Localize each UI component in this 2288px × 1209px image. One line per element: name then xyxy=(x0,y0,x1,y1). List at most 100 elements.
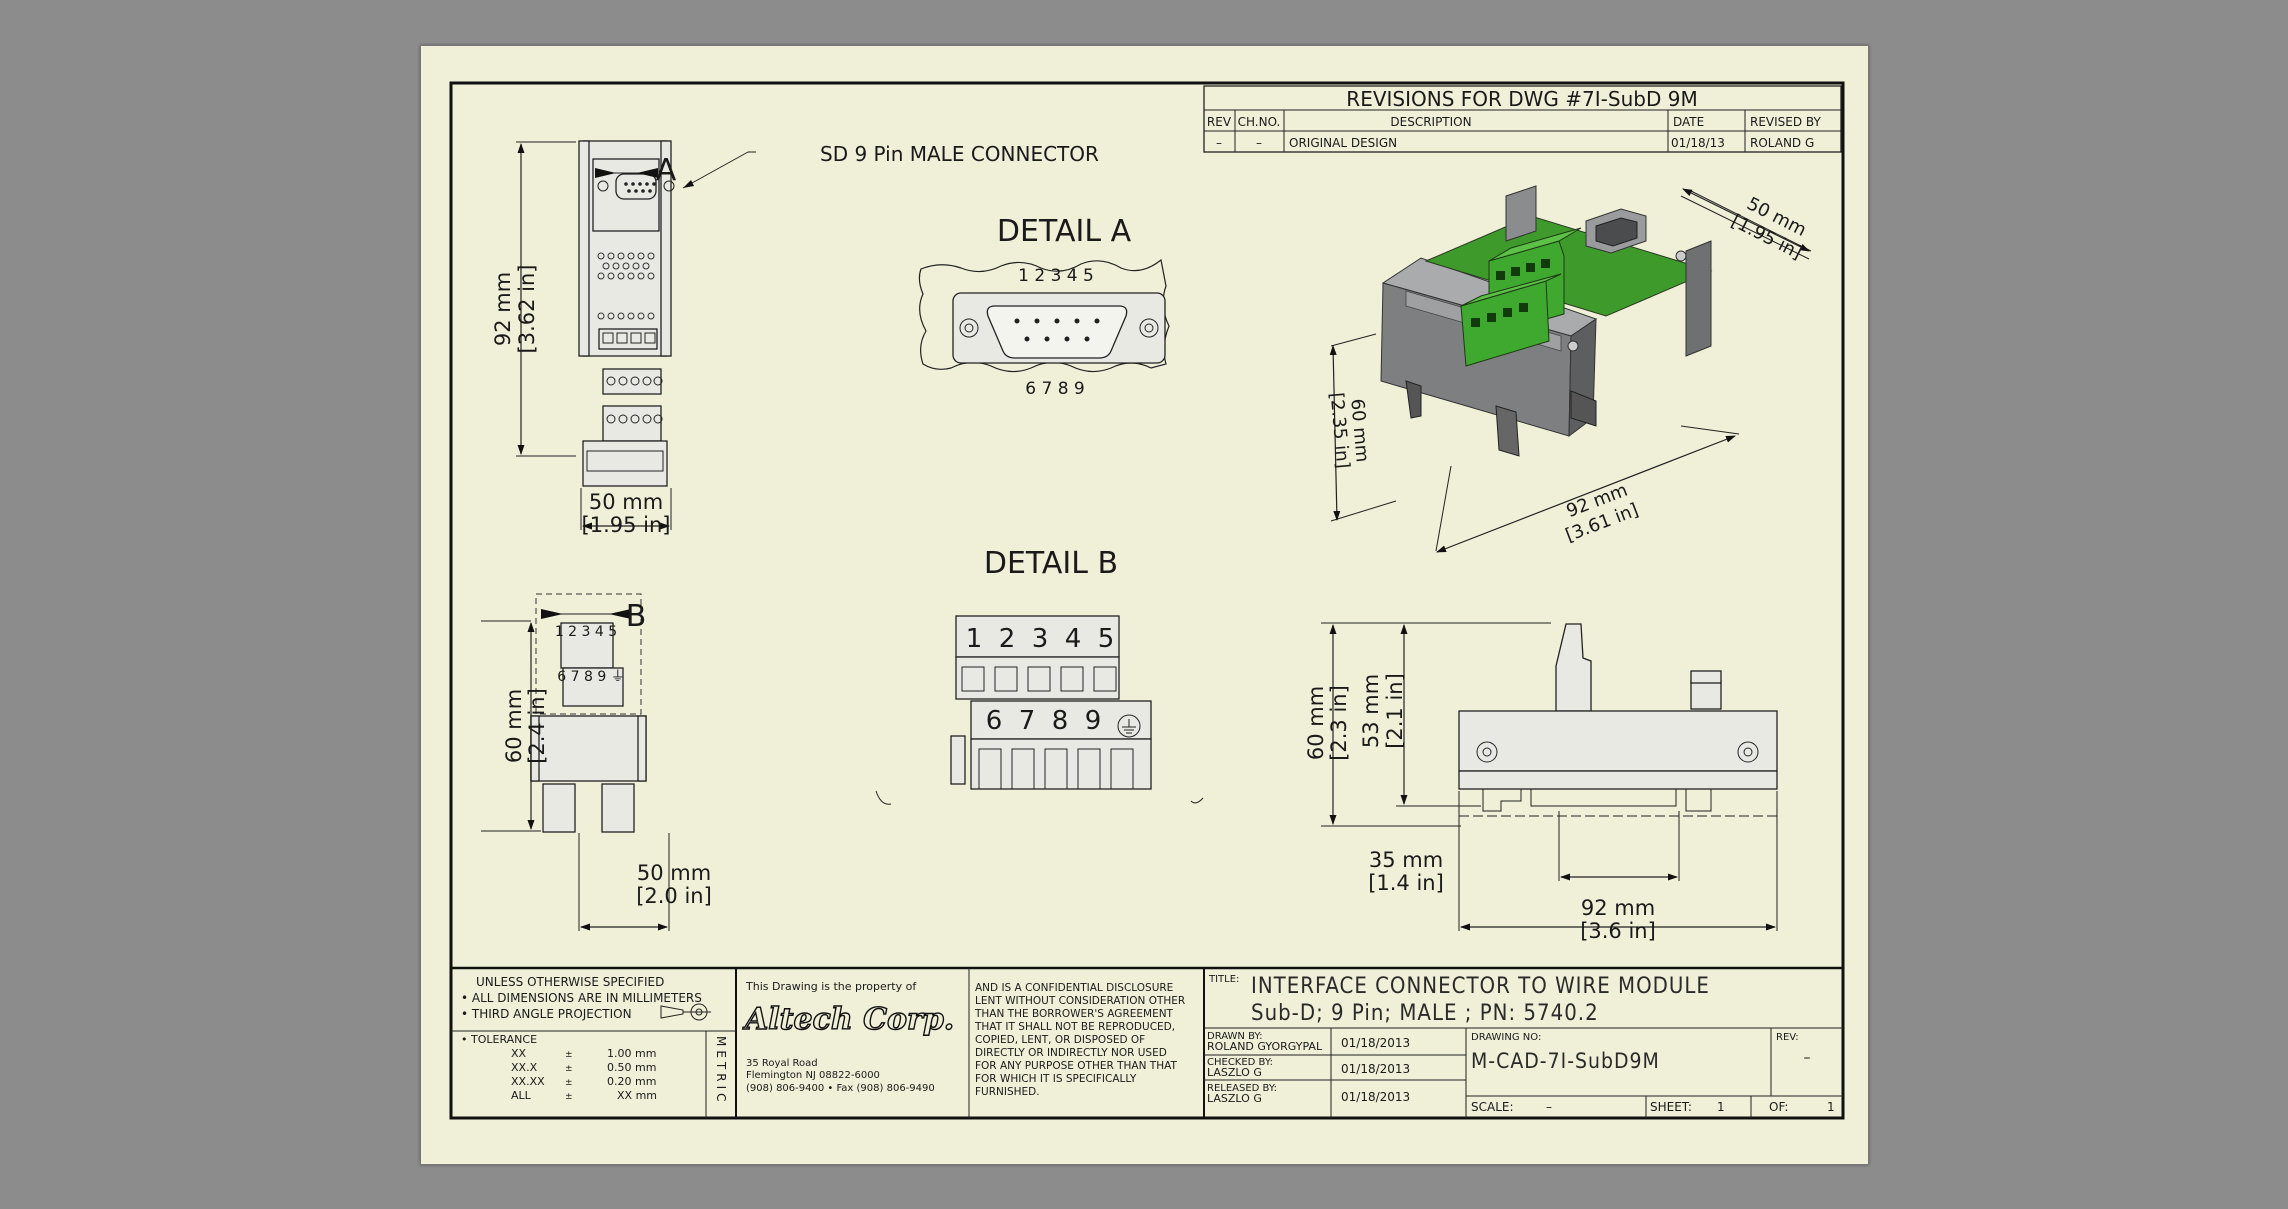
altech-logo: Altech Corp. xyxy=(742,1002,954,1037)
section-a-letter: A xyxy=(656,153,677,188)
of-label: OF: xyxy=(1769,1100,1788,1114)
front-height-in: [3.62 in] xyxy=(515,265,539,354)
disclosure-line-3: THAN THE BORROWER'S AGREEMENT xyxy=(974,1008,1174,1020)
company-phone: (908) 806-9400 • Fax (908) 806-9490 xyxy=(746,1083,935,1094)
projection-symbol-icon xyxy=(660,1003,711,1021)
drawing-title-line1: INTERFACE CONNECTOR TO WIRE MODULE xyxy=(1251,974,1710,999)
svg-text:6 7 8 9 ⏚: 6 7 8 9 ⏚ xyxy=(557,669,624,685)
rail-width-mm: 35 mm xyxy=(1369,848,1443,872)
detail-b-bottom-7: 7 xyxy=(1019,706,1036,736)
notes-line1: UNLESS OTHERWISE SPECIFIED xyxy=(476,975,664,989)
dsub-connector xyxy=(615,173,657,200)
disclosure-line-8: FOR WHICH IT IS SPECIFICALLY xyxy=(975,1073,1137,1085)
front-view-callout: SD 9 Pin MALE CONNECTOR xyxy=(820,142,1099,166)
rail-inner-height-in: [2.1 in] xyxy=(1383,673,1407,749)
drawing-sheet: REVISIONS FOR DWG #7I-SubD 9M REV CH.NO.… xyxy=(420,45,1869,1165)
tol-value-2: 0.50 mm xyxy=(607,1061,656,1074)
disclosure-line-7: FOR ANY PURPOSE OTHER THAN THAT xyxy=(975,1060,1177,1072)
rev-label: REV: xyxy=(1776,1032,1799,1043)
tol-format-2: XX.X xyxy=(511,1061,538,1074)
detail-a-title: DETAIL A xyxy=(997,214,1132,249)
svg-text:1 2 3 4 5: 1 2 3 4 5 xyxy=(555,624,617,640)
front-view: A SD 9 Pin MALE CONNECTOR 92 mm [3.62 in… xyxy=(491,140,1099,537)
detail-b-top-2: 2 xyxy=(999,624,1016,654)
drawn-date: 01/18/2013 xyxy=(1341,1036,1410,1050)
rail-housing xyxy=(1458,710,1778,772)
released-by: LASZLO G xyxy=(1207,1092,1262,1105)
detail-a-pins-bottom: 6 7 8 9 xyxy=(1025,379,1084,399)
rail-width-in: [1.4 in] xyxy=(1368,871,1444,895)
property-note: This Drawing is the property of xyxy=(745,980,917,993)
tol-format-1: XX xyxy=(511,1047,527,1060)
disclosure-line-6: DIRECTLY OR INDIRECTLY NOR USED xyxy=(975,1047,1167,1059)
rail-view: 60 mm [2.3 in] 53 mm [2.1 in] 35 mm [1.4… xyxy=(1304,622,1781,943)
rev-number: – xyxy=(1804,1050,1811,1066)
detail-b-bottom-8: 8 xyxy=(1052,706,1069,736)
tolerance-label: • TOLERANCE xyxy=(461,1033,537,1046)
side-width-mm: 50 mm xyxy=(637,861,711,885)
side-view: 1 2 3 4 5 6 7 8 9 ⏚ B 60 mm [2.4 in] 50 … xyxy=(481,593,712,931)
rail-length-mm: 92 mm xyxy=(1581,896,1655,920)
detail-b-top-4: 4 xyxy=(1065,624,1082,654)
date-value: 01/18/13 xyxy=(1671,136,1725,150)
svg-text:±: ± xyxy=(565,1050,573,1060)
disclosure-line-1: AND IS A CONFIDENTIAL DISCLOSURE xyxy=(975,982,1173,994)
title-label: TITLE: xyxy=(1208,974,1239,985)
notes-line3: • THIRD ANGLE PROJECTION xyxy=(461,1007,632,1021)
chno-header: CH.NO. xyxy=(1238,115,1281,129)
checked-label: CHECKED BY: xyxy=(1207,1057,1273,1068)
rev-value: – xyxy=(1216,136,1222,150)
side-height-mm: 60 mm xyxy=(502,689,526,763)
revisions-table: REVISIONS FOR DWG #7I-SubD 9M REV CH.NO.… xyxy=(1203,85,1842,153)
scale-label: SCALE: xyxy=(1471,1100,1514,1114)
description-header: DESCRIPTION xyxy=(1390,115,1471,129)
company-address1: 35 Royal Road xyxy=(746,1058,818,1069)
drawing-no-label: DRAWING NO: xyxy=(1471,1032,1541,1043)
detail-a-pins-top: 1 2 3 4 5 xyxy=(1018,266,1094,286)
description-value: ORIGINAL DESIGN xyxy=(1289,136,1397,150)
tol-value-1: 1.00 mm xyxy=(607,1047,656,1060)
tol-value-4: XX mm xyxy=(617,1089,657,1102)
tol-format-4: ALL xyxy=(511,1089,532,1102)
notes-line2: • ALL DIMENSIONS ARE IN MILLIMETERS xyxy=(461,991,702,1005)
drawing-border xyxy=(449,81,1845,1120)
checked-by: LASZLO G xyxy=(1207,1066,1262,1079)
detail-b: DETAIL B 1 2 3 4 5 6 7 8 9 xyxy=(875,546,1204,805)
company-address2: Flemington NJ 08822-6000 xyxy=(746,1070,880,1081)
notes-block: UNLESS OTHERWISE SPECIFIED • ALL DIMENSI… xyxy=(451,975,736,1118)
detail-b-top-5: 5 xyxy=(1098,624,1115,654)
drawing-number: M-CAD-7I-SubD9M xyxy=(1471,1049,1660,1073)
rail-length-in: [3.6 in] xyxy=(1580,919,1656,943)
disclosure-line-5: COPIED, LENT, OR DISPOSED OF xyxy=(975,1034,1145,1046)
front-width-in: [1.95 in] xyxy=(582,513,671,537)
rail-height-mm: 60 mm xyxy=(1304,686,1328,760)
detail-b-top-1: 1 xyxy=(966,624,983,654)
scale-value: – xyxy=(1546,1100,1552,1114)
cad-drawing: REVISIONS FOR DWG #7I-SubD 9M REV CH.NO.… xyxy=(449,81,1845,1120)
drawn-label: DRAWN BY: xyxy=(1207,1031,1263,1042)
isometric-view: 50 mm [1.95 in] 60 mm [2.35 in] 92 mm [3… xyxy=(1326,185,1812,553)
side-width-in: [2.0 in] xyxy=(636,884,712,908)
date-header: DATE xyxy=(1673,115,1704,129)
drawn-by: ROLAND GYORGYPAL xyxy=(1207,1040,1323,1053)
front-height-mm: 92 mm xyxy=(491,272,515,346)
svg-text:±: ± xyxy=(565,1078,573,1088)
released-label: RELEASED BY: xyxy=(1207,1083,1277,1094)
revised-by-header: REVISED BY xyxy=(1750,115,1821,129)
svg-text:±: ± xyxy=(565,1092,573,1102)
ground-icon xyxy=(1117,714,1141,738)
metric-label: METRIC xyxy=(714,1036,728,1106)
chno-value: – xyxy=(1256,136,1262,150)
title-cells: TITLE: INTERFACE CONNECTOR TO WIRE MODUL… xyxy=(1204,974,1843,1118)
svg-text:±: ± xyxy=(565,1064,573,1074)
side-height-in: [2.4 in] xyxy=(525,688,549,764)
checked-date: 01/18/2013 xyxy=(1341,1062,1410,1076)
of-value: 1 xyxy=(1827,1100,1835,1114)
detail-b-title: DETAIL B xyxy=(984,546,1118,581)
revised-by-value: ROLAND G xyxy=(1750,136,1814,150)
detail-b-bottom-6: 6 xyxy=(986,706,1003,736)
disclosure-line-9: FURNISHED. xyxy=(975,1086,1040,1098)
front-width-mm: 50 mm xyxy=(589,490,663,514)
rail-inner-height-mm: 53 mm xyxy=(1359,674,1383,748)
released-date: 01/18/2013 xyxy=(1341,1090,1410,1104)
